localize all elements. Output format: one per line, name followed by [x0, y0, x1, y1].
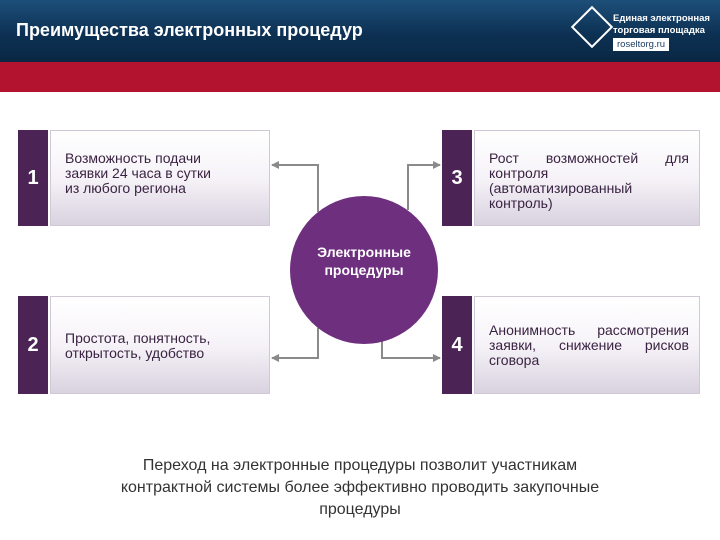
conclusion-text: Переход на электронные процедуры позволи… [40, 455, 680, 521]
advantage-2-number: 2 [18, 296, 48, 394]
page-title: Преимущества электронных процедур [16, 20, 363, 40]
advantage-3-text-line1: Рост возможностей для [489, 150, 689, 166]
advantage-2-text-line1: Простота, понятность, [65, 330, 211, 346]
conclusion-line3: процедуры [319, 501, 401, 518]
center-label: Электронные процедуры [304, 243, 424, 279]
advantage-2-text-line2: открытость, удобство [65, 345, 205, 361]
advantage-4-text-line1: Анонимность рассмотрения [489, 322, 689, 338]
advantage-1-text-line3: из любого региона [65, 180, 186, 196]
logo-text-line2: торговая площадка [613, 25, 705, 36]
advantage-4-text-line3: сговора [489, 352, 540, 368]
arrow-to-advantage-3 [407, 161, 441, 210]
advantage-3-number: 3 [442, 130, 472, 226]
advantage-1-card: Возможность подачи заявки 24 часа в сутк… [50, 130, 270, 226]
center-circle: Электронные процедуры [290, 196, 438, 344]
advantage-2-card: Простота, понятность, открытость, удобст… [50, 296, 270, 394]
roseltorg-logo: Единая электронная торговая площадка ros… [570, 5, 717, 56]
conclusion-line1: Переход на электронные процедуры позволи… [142, 457, 578, 474]
arrow-to-advantage-4 [381, 340, 441, 362]
advantage-1-text-line2: заявки 24 часа в сутки [65, 165, 211, 181]
header-bar: Преимущества электронных процедур Единая… [0, 0, 720, 62]
advantage-3-text-line2: контроля [489, 165, 549, 181]
advantage-3-text-line3: (автоматизированный [489, 180, 633, 196]
advantage-3-text-line4: контроль) [489, 195, 553, 211]
conclusion-line2: контрактной системы более эффективно про… [120, 479, 600, 496]
advantage-4-number: 4 [442, 296, 472, 394]
logo-text-line1: Единая электронная [613, 13, 710, 24]
center-label-line1: Электронные [317, 244, 411, 260]
arrow-to-advantage-1 [271, 161, 319, 212]
advantage-1-number: 1 [18, 130, 48, 226]
advantage-3-card: Рост возможностей для контроля (автомати… [474, 130, 700, 226]
arrow-to-advantage-2 [271, 328, 319, 362]
advantage-1-text-line1: Возможность подачи [65, 150, 201, 166]
center-label-line2: процедуры [324, 262, 404, 278]
red-accent-band [0, 62, 720, 92]
advantage-4-text-line2: заявки, снижение рисков [489, 337, 689, 353]
logo-mark-icon [570, 5, 614, 49]
advantage-4-card: Анонимность рассмотрения заявки, снижени… [474, 296, 700, 394]
logo-url: roseltorg.ru [613, 38, 670, 51]
